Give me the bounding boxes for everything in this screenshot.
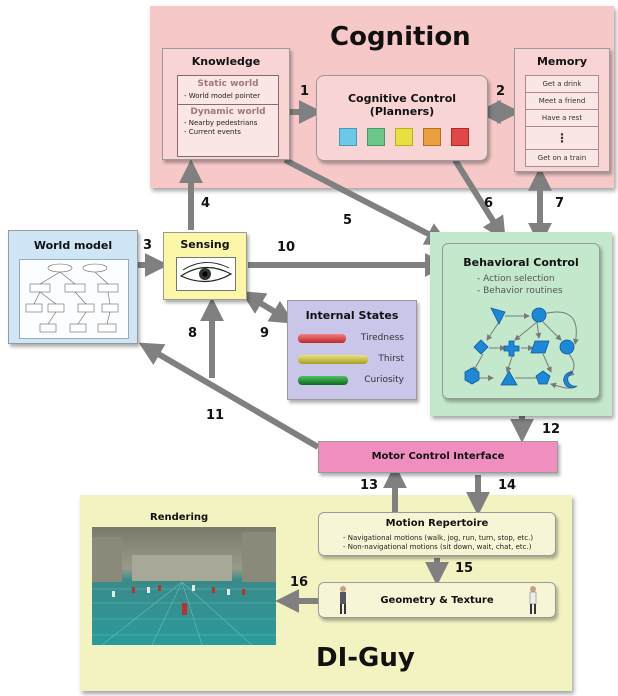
motion-line-2: - Non-navigational motions (sit down, wa… (343, 543, 532, 551)
memory-item-3: Have a rest (526, 110, 598, 127)
arrow-label-11: 11 (206, 408, 225, 423)
dynamic-item-2: - Current events (184, 128, 241, 136)
curiosity-bar (298, 376, 348, 385)
thirst-bar (298, 355, 368, 364)
tiredness-label: Tiredness (360, 333, 404, 343)
internal-states-box: Internal States Tiredness Thirst Curiosi… (287, 300, 417, 400)
cognition-title: Cognition (330, 22, 471, 52)
tiredness-bar (298, 334, 346, 343)
geometry-texture-title: Geometry & Texture (380, 595, 494, 606)
rendering-scene (92, 532, 276, 645)
arrow-label-5: 5 (343, 213, 353, 228)
cognitive-control-title-2: (Planners) (369, 105, 435, 118)
arrow-label-2: 2 (496, 84, 506, 99)
arrow-11-line (138, 342, 320, 450)
motion-line-1: - Navigational motions (walk, jog, run, … (343, 534, 534, 542)
arrow-6 (452, 158, 506, 242)
world-model-box: World model (8, 230, 138, 344)
dynamic-world-title: Dynamic world (190, 107, 266, 117)
arrow-label-4: 4 (201, 196, 211, 211)
memory-item-2: Meet a friend (526, 93, 598, 110)
cognitive-control-title-1: Cognitive Control (347, 92, 457, 105)
memory-item-5: Get on a train (537, 154, 587, 162)
cognitive-control-box: Cognitive Control (Planners) (316, 75, 488, 161)
knowledge-divider (178, 104, 278, 105)
static-item: - World model pointer (184, 92, 261, 100)
character-right-icon (529, 586, 537, 614)
memory-box: Memory Get a drink Meet a friend Have a … (514, 48, 610, 172)
memory-item-ellipsis: ⋮ (526, 127, 598, 150)
internal-states-title: Internal States (305, 309, 399, 322)
planner-cube-5 (451, 128, 469, 146)
behavioral-control-title: Behavioral Control (463, 256, 579, 269)
planner-cube-2 (367, 128, 385, 146)
curiosity-label: Curiosity (364, 375, 404, 385)
eye-icon (179, 262, 233, 283)
static-world-title: Static world (197, 79, 259, 89)
geometry-texture-box: Geometry & Texture (318, 582, 556, 618)
behavior-graph (464, 307, 579, 389)
memory-title: Memory (536, 55, 588, 68)
knowledge-title: Knowledge (191, 55, 261, 68)
planner-cube-1 (339, 128, 357, 146)
knowledge-inner: Static world - World model pointer Dynam… (177, 75, 279, 157)
planner-cube-4 (423, 128, 441, 146)
behavioral-control-box: Behavioral Control - Action selection - … (442, 243, 600, 399)
arrow-label-9: 9 (260, 326, 270, 341)
planner-cube-3 (395, 128, 413, 146)
behavior-item-2: - Behavior routines (477, 286, 563, 296)
arrow-label-12: 12 (542, 422, 561, 437)
character-figures (340, 586, 537, 614)
world-model-graph (19, 259, 129, 339)
memory-item-1: Get a drink (526, 76, 598, 93)
arrow-label-7: 7 (555, 196, 565, 211)
knowledge-box: Knowledge Static world - World model poi… (162, 48, 290, 160)
sensing-box: Sensing (163, 232, 247, 300)
rendering-title: Rendering (150, 512, 209, 523)
dynamic-item-1: - Nearby pedestrians (184, 119, 258, 127)
thirst-label: Thirst (378, 354, 404, 364)
sensing-title: Sensing (180, 238, 230, 251)
character-left-icon (340, 586, 346, 614)
behavior-item-1: - Action selection (477, 274, 555, 284)
arrow-label-14: 14 (498, 478, 517, 493)
motor-control-title: Motor Control Interface (371, 451, 505, 462)
arrow-label-3: 3 (143, 238, 153, 253)
rendering-image (92, 527, 276, 645)
arrow-label-8: 8 (188, 326, 198, 341)
arrow-label-16: 16 (290, 575, 309, 590)
arrow-label-6: 6 (484, 196, 494, 211)
diguy-title: DI-Guy (316, 643, 415, 673)
eye-image (176, 257, 236, 291)
motion-repertoire-box: Motion Repertoire - Navigational motions… (318, 512, 556, 556)
arrow-label-1: 1 (300, 84, 310, 99)
arrow-5 (283, 157, 450, 245)
motion-repertoire-title: Motion Repertoire (385, 518, 489, 529)
arrow-label-10: 10 (277, 240, 296, 255)
motor-control-box: Motor Control Interface (318, 441, 558, 473)
arrow-9 (240, 291, 295, 324)
arrow-label-15: 15 (455, 561, 474, 576)
memory-list: Get a drink Meet a friend Have a rest ⋮ … (525, 75, 599, 167)
world-model-graph-svg (25, 263, 119, 333)
world-model-title: World model (33, 239, 113, 252)
arrow-label-13: 13 (360, 478, 379, 493)
